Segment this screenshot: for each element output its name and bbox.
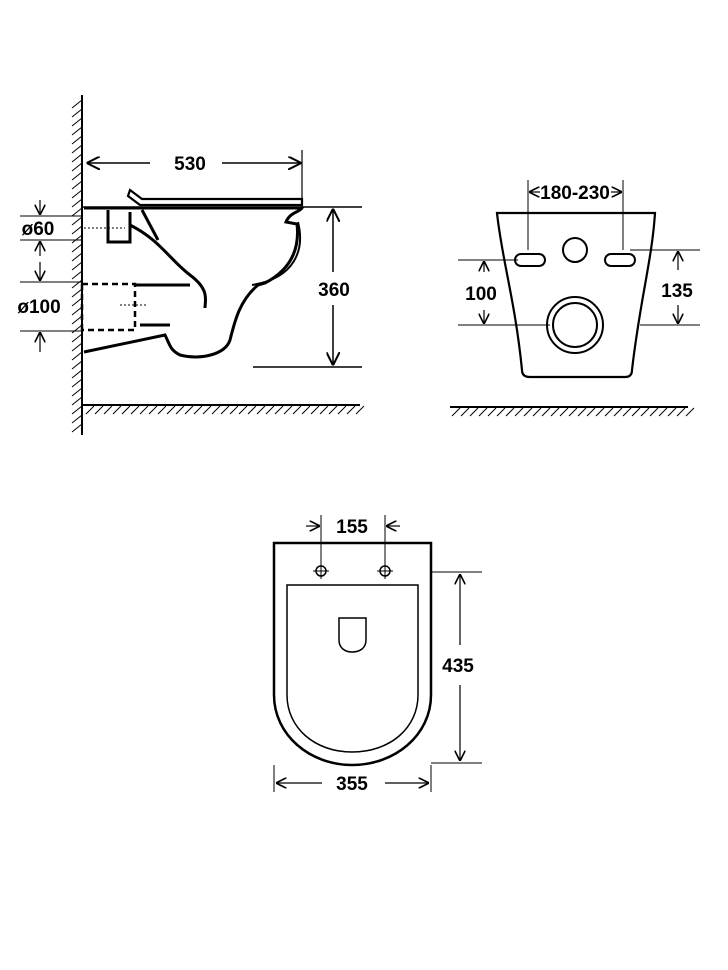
top-outline [272,541,433,767]
mounting-hole [377,563,393,579]
bowl-outline [83,206,305,359]
top-view: 155 435 355 [272,515,482,795]
right-height-label: 135 [661,281,693,302]
seat [126,188,304,207]
floor-hatch [451,407,695,417]
wall-hatch [71,99,83,433]
front-outline [495,211,657,379]
hole-spacing-label: 155 [336,517,368,538]
length-label: 435 [442,656,474,677]
left-height-label: 100 [465,284,497,305]
floor-hatch [85,405,365,415]
depth-label: 530 [174,154,206,175]
side-view: 530 360 ø60 ø100 [17,95,365,435]
mounting-hole [313,563,329,579]
bolt-spacing-label: 180-230 [540,183,610,204]
outlet-diameter-label: ø100 [17,297,60,318]
width-label: 355 [336,774,368,795]
front-view: 180-230 100 135 [450,180,700,417]
height-label: 360 [318,280,350,301]
inlet-diameter-label: ø60 [22,219,55,240]
